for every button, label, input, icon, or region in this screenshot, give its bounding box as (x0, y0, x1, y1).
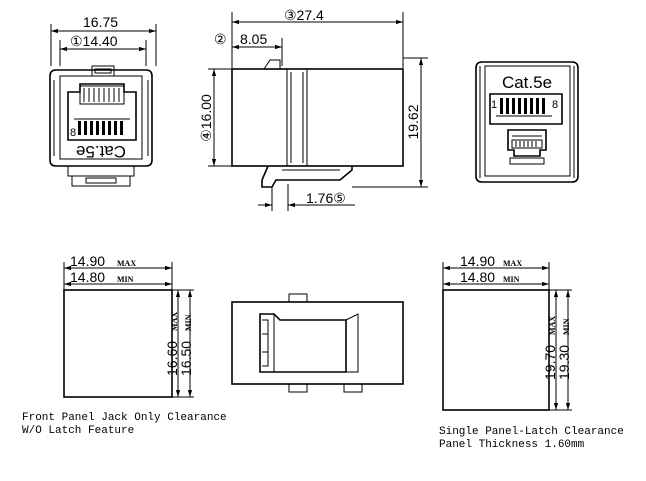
front-pin-number: 8 (70, 127, 76, 139)
section-bottom-tab (288, 383, 308, 393)
clearance-panel-caption-1: Single Panel-Latch Clearance (439, 426, 624, 438)
clearance-front-width-min: 14.80 (70, 269, 105, 285)
clearance-panel-height-max-tag: MAX (548, 316, 557, 335)
front-bottom-latch (67, 165, 135, 177)
clearance-front-width-max-tag: MAX (117, 259, 136, 268)
rear-contact-slots (496, 98, 552, 117)
rear-height-label: 19.62 (405, 104, 421, 139)
clearance-panel-width-max: 14.90 (460, 253, 495, 269)
clearance-front: 14.90 MAX 14.80 MIN 16.60 MAX 16.50 MIN … (22, 253, 227, 437)
clearance-front-caption-2: W/O Latch Feature (22, 425, 134, 437)
clearance-front-width-min-tag: MIN (117, 275, 134, 284)
rear-height-dimension: 19.62 (352, 57, 428, 188)
side-bottom-latch (261, 165, 353, 188)
side-view: ③27.4 ② 8.05 ④16.00 (198, 7, 428, 211)
clearance-panel-cutout (442, 289, 550, 411)
clearance-panel-height-min: 19.30 (556, 345, 572, 380)
clearance-panel-height-max: 19.70 (542, 345, 558, 380)
section-body (231, 301, 404, 385)
side-latch-dimension: 1.76⑤ (258, 184, 355, 211)
clearance-panel-height-min-tag: MIN (562, 318, 571, 335)
side-length-label: ③27.4 (284, 7, 324, 23)
rear-pin-8: 8 (552, 99, 558, 111)
clearance-panel: 14.90 MAX 14.80 MIN 19.70 MAX 19.30 MIN … (439, 253, 624, 451)
side-offset-dimension: ② 8.05 (214, 31, 283, 66)
clearance-front-height-min-tag: MIN (184, 314, 193, 331)
section-insert (259, 313, 347, 373)
side-top-latch (263, 59, 281, 70)
rear-face (484, 65, 571, 177)
front-width-dimension: 16.75 (50, 14, 157, 66)
clearance-front-caption-1: Front Panel Jack Only Clearance (22, 412, 227, 424)
side-height-label: ④16.00 (198, 94, 214, 142)
front-view: 16.75 ①14.40 (49, 14, 157, 187)
front-contact-slots (74, 118, 130, 135)
rear-contact-block (489, 93, 563, 125)
rear-view: Cat.5e 1 8 (475, 61, 579, 183)
section-top-tab (288, 293, 308, 303)
section-view (231, 293, 404, 393)
clearance-panel-width-min: 14.80 (460, 269, 495, 285)
front-cat5e-label: Cat.5e (76, 142, 126, 161)
side-length-dimension: ③27.4 (231, 7, 404, 68)
front-inner-width-label: ①14.40 (70, 33, 118, 49)
clearance-front-width-max: 14.90 (70, 253, 105, 269)
side-center-flange (286, 68, 308, 167)
front-contact-pins (83, 88, 120, 102)
side-height-dimension: ④16.00 (198, 68, 232, 167)
clearance-front-height-min: 16.50 (178, 341, 194, 376)
rear-cat5e-label: Cat.5e (502, 73, 552, 92)
side-offset-label: 8.05 (240, 31, 267, 47)
clearance-panel-width-max-tag: MAX (503, 259, 522, 268)
rear-idc-socket (507, 129, 547, 157)
clearance-panel-width-min-tag: MIN (503, 275, 520, 284)
clearance-front-cutout (63, 289, 173, 398)
front-inner-width-dimension: ①14.40 (59, 33, 147, 66)
front-latch-tab (91, 65, 115, 77)
clearance-front-height-max: 16.60 (164, 341, 180, 376)
front-housing-outline (49, 69, 153, 167)
side-body (231, 68, 404, 167)
clearance-panel-caption-2: Panel Thickness 1.60mm (439, 439, 585, 451)
rear-pin-1: 1 (491, 99, 497, 111)
side-offset-marker: ② (214, 31, 227, 47)
side-latch-label: 1.76⑤ (306, 190, 346, 206)
front-width-label: 16.75 (83, 14, 118, 30)
rear-housing-outline (475, 61, 579, 183)
clearance-front-height-max-tag: MAX (170, 312, 179, 331)
